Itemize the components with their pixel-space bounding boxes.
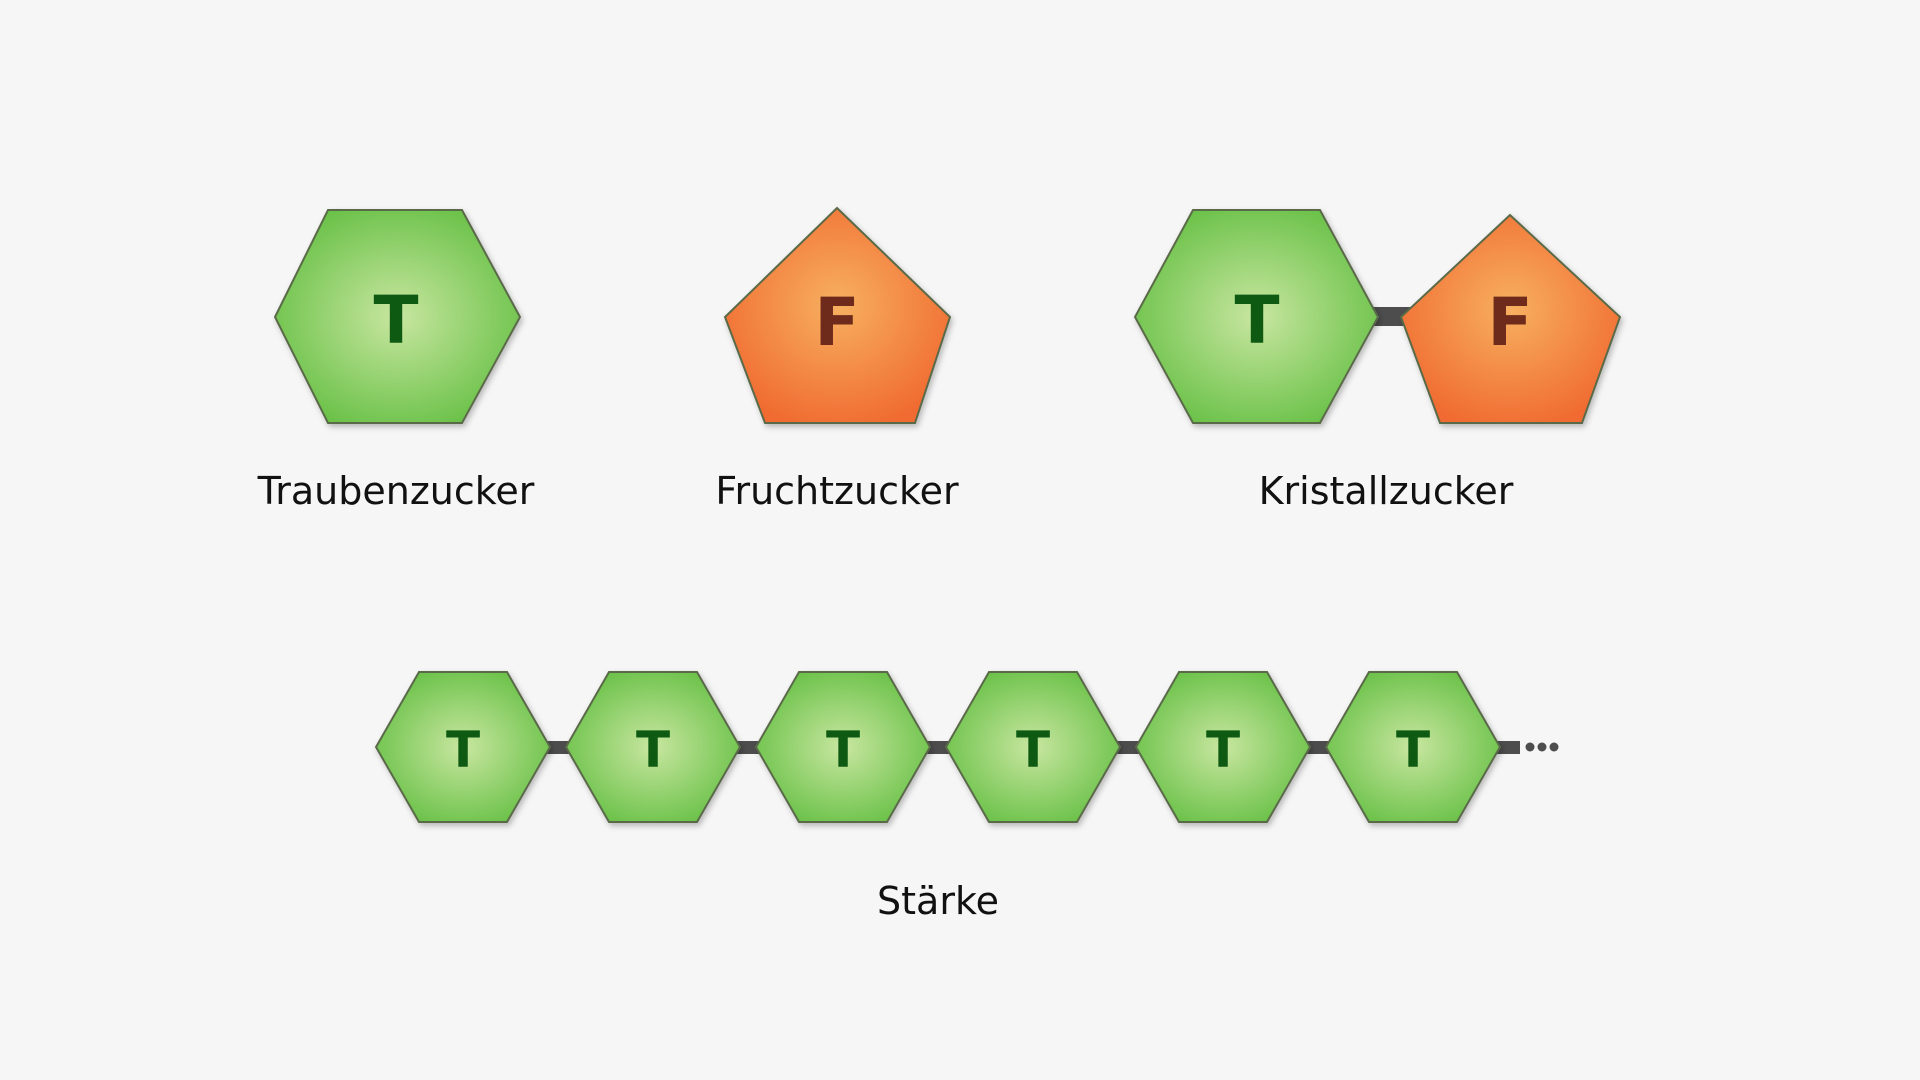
continuation-dot (1537, 742, 1547, 752)
starch-hexagon (944, 671, 1122, 823)
sucrose-fructose-pentagon (1399, 213, 1622, 424)
starch-glucose-unit: T (564, 671, 742, 823)
starch-hexagon (374, 671, 552, 823)
starch-glucose-unit: T (374, 671, 552, 823)
starch-hexagon (754, 671, 932, 823)
starch-glucose-unit: T (1324, 671, 1502, 823)
starch-unit-letter: T (446, 721, 480, 779)
fructose-letter: F (814, 284, 859, 361)
starch-unit-letter: T (636, 721, 670, 779)
starch-unit-letter: T (1016, 721, 1050, 779)
starch-unit-letter: T (1396, 721, 1430, 779)
continuation-dot (1525, 742, 1535, 752)
starch-hexagon (1134, 671, 1312, 823)
sucrose-glucose-hexagon (1133, 209, 1380, 424)
sucrose-caption: Kristallzucker (1258, 469, 1514, 513)
continuation-dot (1549, 742, 1559, 752)
starch-hexagon (564, 671, 742, 823)
starch-glucose-unit: T (754, 671, 932, 823)
glucose-molecule: T (273, 209, 522, 424)
starch-continuation-dots (1525, 742, 1559, 752)
starch-hexagon (1324, 671, 1502, 823)
glucose-caption: Traubenzucker (257, 469, 535, 513)
fructose-caption: Fruchtzucker (715, 469, 959, 513)
sucrose-molecule: T F (1133, 209, 1622, 424)
starch-glucose-unit: T (1134, 671, 1312, 823)
glucose-letter: T (373, 282, 418, 359)
fructose-pentagon (723, 206, 952, 424)
starch-caption: Stärke (877, 879, 999, 923)
starch-unit-letter: T (826, 721, 860, 779)
starch-glucose-unit: T (944, 671, 1122, 823)
fructose-molecule: F (723, 206, 952, 424)
glucose-hexagon (273, 209, 522, 424)
sucrose-fructose-letter: F (1487, 284, 1532, 361)
starch-unit-letter: T (1206, 721, 1240, 779)
sucrose-glucose-letter: T (1234, 282, 1279, 359)
